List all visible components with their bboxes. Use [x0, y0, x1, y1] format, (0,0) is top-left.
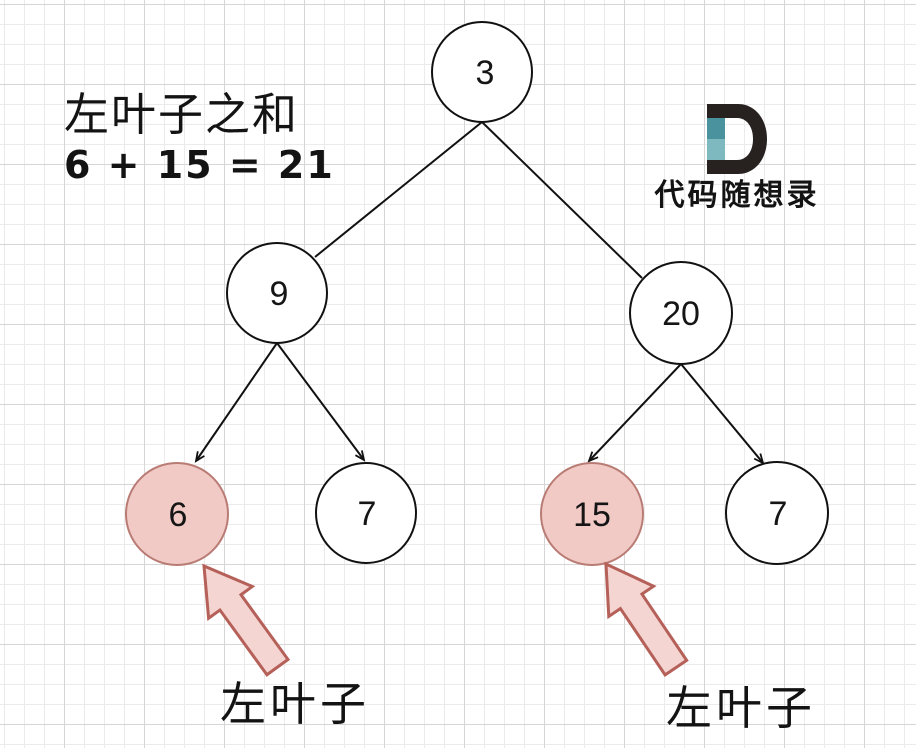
edge-20-15	[587, 363, 682, 463]
callout-arrow-left-icon	[202, 563, 291, 677]
edge-20-7	[680, 363, 765, 465]
node-value: 20	[662, 295, 700, 333]
tree-node-left-left: 6	[125, 462, 229, 566]
node-value: 15	[573, 496, 611, 534]
node-value: 6	[169, 496, 188, 534]
tree-node-right-left: 15	[540, 462, 644, 566]
callout-arrow-right-icon	[604, 561, 689, 677]
annotation-block: 左叶子之和 6 + 15 = 21	[64, 88, 335, 188]
brand-name: 代码随想录	[654, 178, 820, 213]
node-value: 3	[476, 54, 495, 92]
annotation-title: 左叶子之和	[64, 88, 300, 141]
tree-node-right: 20	[629, 261, 733, 365]
tree-node-left-right: 7	[315, 462, 417, 564]
callout-label-left: 左叶子	[220, 677, 370, 731]
node-value: 9	[270, 275, 289, 313]
tree-node-left: 9	[226, 242, 328, 344]
tree-node-right-right: 7	[725, 461, 829, 565]
tree-node-root: 3	[431, 21, 533, 123]
edge-9-6	[194, 342, 278, 463]
d-logo-icon	[707, 104, 767, 174]
edge-9-7	[276, 342, 366, 462]
annotation-equation: 6 + 15 = 21	[64, 143, 335, 187]
brand-logo: 代码随想录	[637, 104, 837, 213]
node-value: 7	[769, 495, 788, 533]
edge-3-9	[314, 121, 483, 258]
edge-3-20	[481, 121, 643, 279]
callout-label-right: 左叶子	[666, 681, 816, 735]
node-value: 7	[358, 495, 377, 533]
